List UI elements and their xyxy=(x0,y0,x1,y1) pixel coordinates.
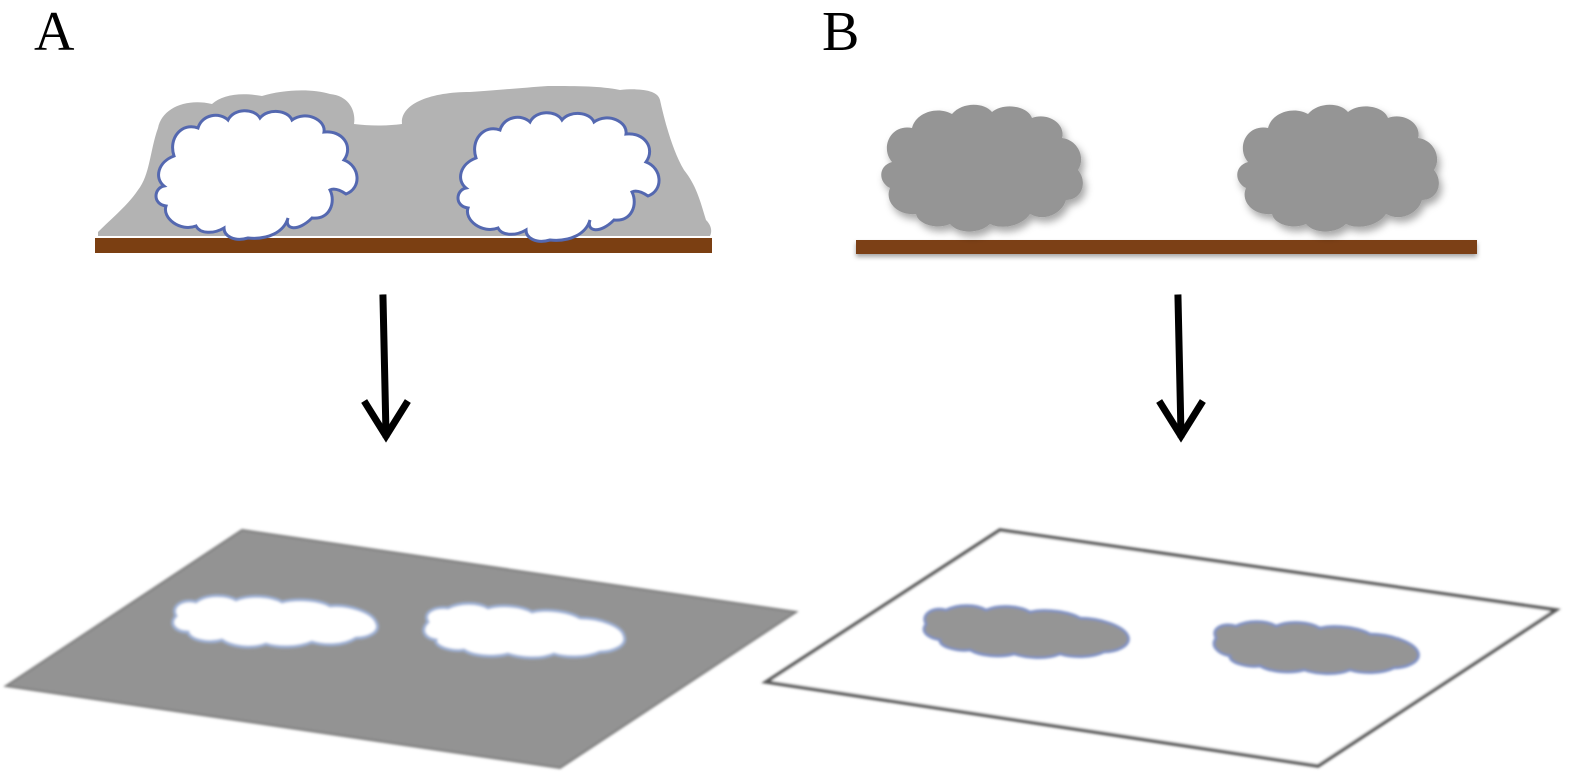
panel-b-plane-cloud-2 xyxy=(1212,620,1420,675)
panel-a-plane-cloud-1 xyxy=(171,594,379,649)
panel-a-plane xyxy=(3,528,799,770)
panel-a-top-cloud-1 xyxy=(154,109,359,241)
panel-b-ground xyxy=(856,240,1477,254)
panel-a-top-cloud-2 xyxy=(456,111,661,243)
panel-a-label: A xyxy=(34,1,75,63)
panel-b: B xyxy=(761,1,1561,768)
panel-b-plane-cloud-1 xyxy=(922,604,1130,659)
panel-a-ground xyxy=(95,238,712,253)
panel-a: A xyxy=(3,1,799,770)
panel-a-arrow xyxy=(361,294,411,443)
panel-b-label: B xyxy=(822,1,859,63)
panel-b-top-cloud-1 xyxy=(881,104,1083,232)
panel-a-plane-cloud-2 xyxy=(422,602,627,660)
panel-b-arrow xyxy=(1156,294,1206,443)
panel-b-top-cloud-2 xyxy=(1237,104,1439,232)
panel-b-plane xyxy=(761,528,1561,768)
